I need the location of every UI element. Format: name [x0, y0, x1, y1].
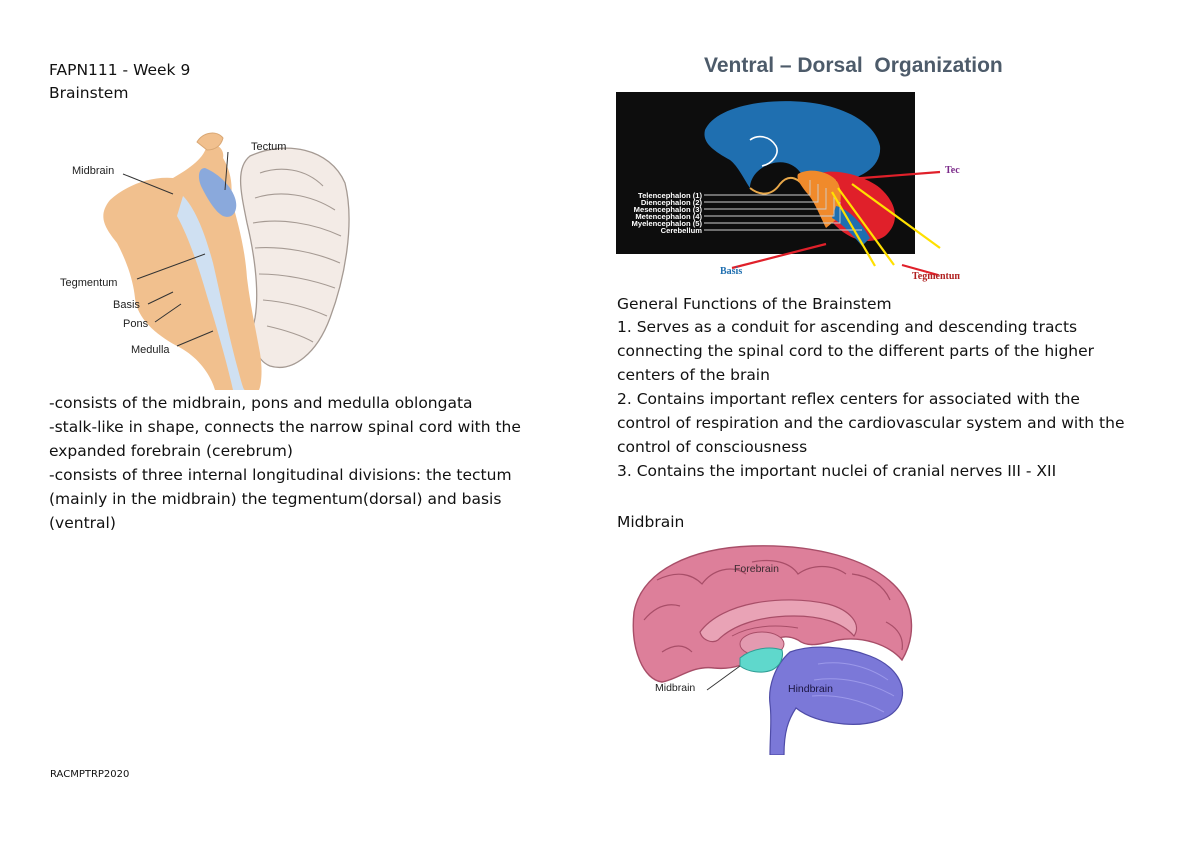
label-medulla: Medulla — [131, 344, 170, 356]
functions-line: centers of the brain — [617, 366, 770, 384]
functions-line: control of respiration and the cardiovas… — [617, 414, 1125, 432]
label-basis: Basis — [113, 299, 140, 311]
division-label: Diencephalon (2) — [641, 198, 703, 207]
course-title: FAPN111 - Week 9 — [49, 61, 191, 79]
label-midbrain: Midbrain — [72, 165, 114, 177]
division-label: Metencephalon (4) — [635, 212, 702, 221]
brainstem-figure: Tectum Midbrain Tegmentum Basis Pons Med… — [55, 128, 355, 390]
description-line: -consists of three internal longitudinal… — [49, 466, 512, 484]
midbrain-figure: Forebrain Midbrain Hindbrain — [632, 545, 913, 755]
division-label: Mesencephalon (3) — [634, 205, 703, 214]
functions-line: 1. Serves as a conduit for ascending and… — [617, 318, 1078, 336]
label-midbrain-pic: Midbrain — [655, 682, 695, 694]
label-hindbrain: Hindbrain — [788, 683, 833, 695]
functions-list: 1. Serves as a conduit for ascending and… — [617, 315, 1125, 483]
description-line: -consists of the midbrain, pons and medu… — [49, 394, 473, 412]
midbrain-heading: Midbrain — [617, 513, 685, 531]
description-line: expanded forebrain (cerebrum) — [49, 442, 293, 460]
label-pons: Pons — [123, 318, 149, 330]
label-tectum-org: Tectum — [945, 165, 960, 176]
functions-line: 3. Contains the important nuclei of cran… — [617, 462, 1057, 480]
label-tegmentum: Tegmentum — [60, 277, 117, 289]
telencephalon-shape — [704, 101, 881, 188]
functions-line: control of consciousness — [617, 438, 808, 456]
tectum-shape — [198, 168, 237, 217]
organization-title: Ventral – Dorsal Organization — [704, 54, 1003, 77]
division-label: Telencephalon (1) — [638, 191, 702, 200]
organization-figure: Telencephalon (1) Diencephalon (2) Mesen… — [616, 92, 960, 282]
midbrain-shape — [739, 647, 783, 673]
label-tectum: Tectum — [251, 141, 286, 153]
functions-line: 2. Contains important reflex centers for… — [617, 390, 1080, 408]
division-label: Myelencephalon (5) — [632, 219, 703, 228]
label-forebrain: Forebrain — [734, 563, 779, 575]
page-topic: Brainstem — [49, 84, 129, 102]
division-label: Cerebellum — [661, 226, 703, 235]
cerebellum-shape — [239, 147, 350, 368]
description-line: -stalk-like in shape, connects the narro… — [49, 418, 521, 436]
label-basis-org: Basis — [720, 266, 742, 277]
functions-heading: General Functions of the Brainstem — [617, 295, 892, 313]
label-tegmentum-org: Tegmentum — [912, 271, 960, 282]
footer-code: RACMPTRP2020 — [50, 769, 130, 780]
description-line: (mainly in the midbrain) the tegmentum(d… — [49, 490, 502, 508]
hindbrain-shape — [769, 646, 904, 755]
functions-line: connecting the spinal cord to the differ… — [617, 342, 1095, 360]
description-line: (ventral) — [49, 514, 116, 532]
brainstem-description: -consists of the midbrain, pons and medu… — [49, 391, 521, 535]
